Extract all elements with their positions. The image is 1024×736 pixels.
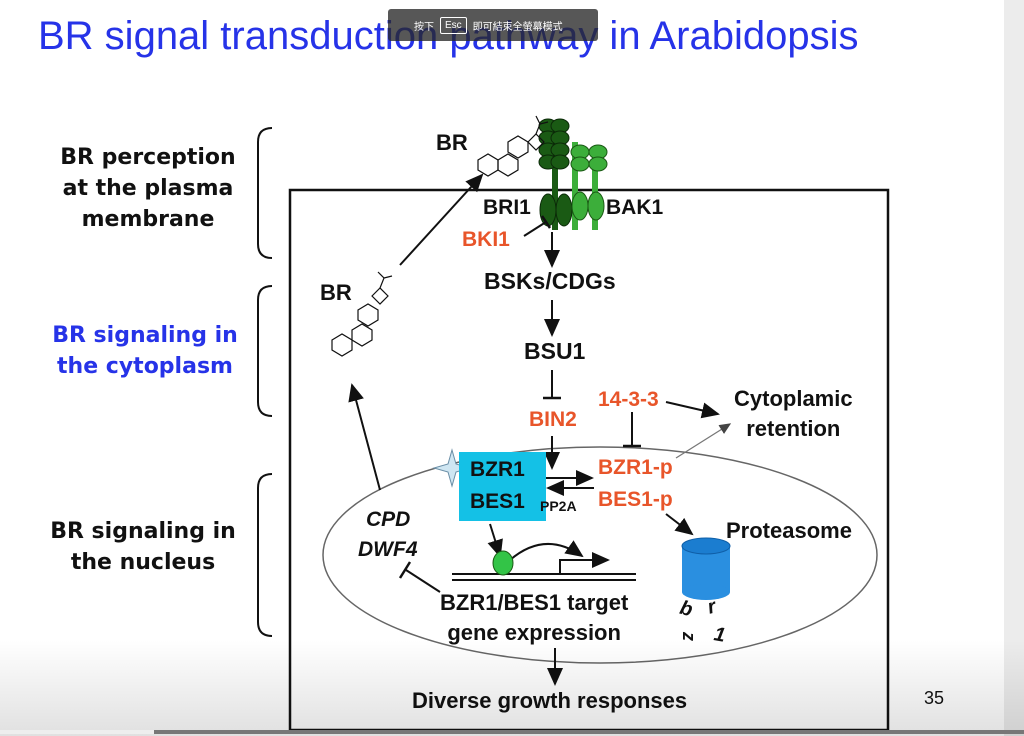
label-cpd: CPD — [366, 508, 411, 531]
inhibit-bar-bki1 — [540, 215, 552, 229]
label-bzr1-p: BZR1-p — [598, 456, 673, 479]
label-bsu1: BSU1 — [524, 338, 586, 364]
hint-press-text: 按下 — [414, 21, 434, 33]
bracket-perception — [257, 127, 273, 259]
inhibit-bar-dwf4 — [398, 561, 412, 579]
label-br-mid: BR — [320, 280, 352, 305]
transcription-factor-blob — [492, 550, 514, 576]
label-bzr1: BZR1 — [470, 458, 525, 481]
label-bin2: BIN2 — [529, 408, 577, 431]
right-edge — [1004, 0, 1024, 736]
side-label-nucleus: BR signaling in the nucleus — [38, 516, 248, 578]
label-pp2a: PP2A — [540, 498, 577, 514]
label-dwf4: DWF4 — [358, 538, 418, 561]
label-proteasome: Proteasome — [726, 518, 852, 543]
arrow-bes1p-to-proteasome — [665, 513, 694, 536]
inhibit-bki1-bri1 — [523, 221, 547, 237]
label-bak1: BAK1 — [606, 196, 664, 219]
arrow-cpd-to-br — [348, 383, 381, 491]
side-label-line: BR signaling in — [52, 323, 238, 348]
label-cytoplasmic-retention: Cytoplamic retention — [734, 384, 853, 444]
proteasome-icon — [681, 537, 731, 600]
label-14-3-3: 14-3-3 — [598, 388, 659, 411]
video-progress-fill — [0, 730, 154, 734]
bracket-nucleus — [257, 473, 273, 637]
retention-line: retention — [746, 416, 841, 441]
arrow-br-to-receptor — [399, 173, 484, 266]
promoter-arrow — [559, 552, 610, 574]
label-bki1: BKI1 — [462, 228, 510, 251]
page-number: 35 — [924, 688, 945, 708]
side-label-line: the nucleus — [70, 550, 216, 575]
label-bes1: BES1 — [470, 490, 525, 513]
label-bri1: BRI1 — [483, 196, 531, 219]
bracket-cytoplasm — [257, 285, 273, 417]
retention-line: Cytoplamic — [734, 386, 853, 411]
label-target-gene: BZR1/BES1 target gene expression — [440, 588, 628, 648]
arrow-factor-to-gene — [509, 540, 584, 561]
side-label-line: membrane — [81, 207, 215, 232]
fragment-z: z — [679, 632, 699, 641]
fullscreen-exit-hint[interactable]: 按下 Esc 即可結束全螢幕模式 — [388, 9, 598, 41]
label-br-top: BR — [436, 130, 468, 155]
label-bsks: BSKs/CDGs — [484, 268, 616, 294]
br-molecule-top — [477, 115, 549, 177]
esc-key-badge: Esc — [440, 16, 467, 34]
inhibit-target-dwf4 — [405, 569, 441, 593]
receptor-complex — [538, 118, 608, 230]
arrow-1433-to-retention — [665, 401, 720, 419]
label-bes1-p: BES1-p — [598, 488, 673, 511]
br-molecule-mid — [331, 271, 393, 357]
nucleus-ellipse — [322, 446, 878, 664]
side-label-line: at the plasma — [62, 176, 234, 201]
arrow-bzr1-to-factor — [487, 523, 503, 558]
target-line: BZR1/BES1 target — [440, 590, 629, 615]
side-label-perception: BR perception at the plasma membrane — [48, 142, 248, 235]
hint-exit-text: 即可結束全螢幕模式 — [472, 21, 563, 33]
side-label-line: the cytoplasm — [57, 354, 233, 379]
target-line: gene expression — [447, 620, 621, 645]
video-progress-track[interactable] — [0, 730, 1024, 734]
side-label-line: BR signaling in — [50, 519, 236, 544]
side-label-line: BR perception — [60, 145, 236, 170]
label-growth-responses: Diverse growth responses — [412, 688, 688, 713]
bzr1-bes1-highlight — [459, 452, 546, 521]
side-label-cytoplasm: BR signaling in the cytoplasm — [40, 320, 250, 382]
arrow-bzr1p-to-retention — [675, 423, 732, 459]
